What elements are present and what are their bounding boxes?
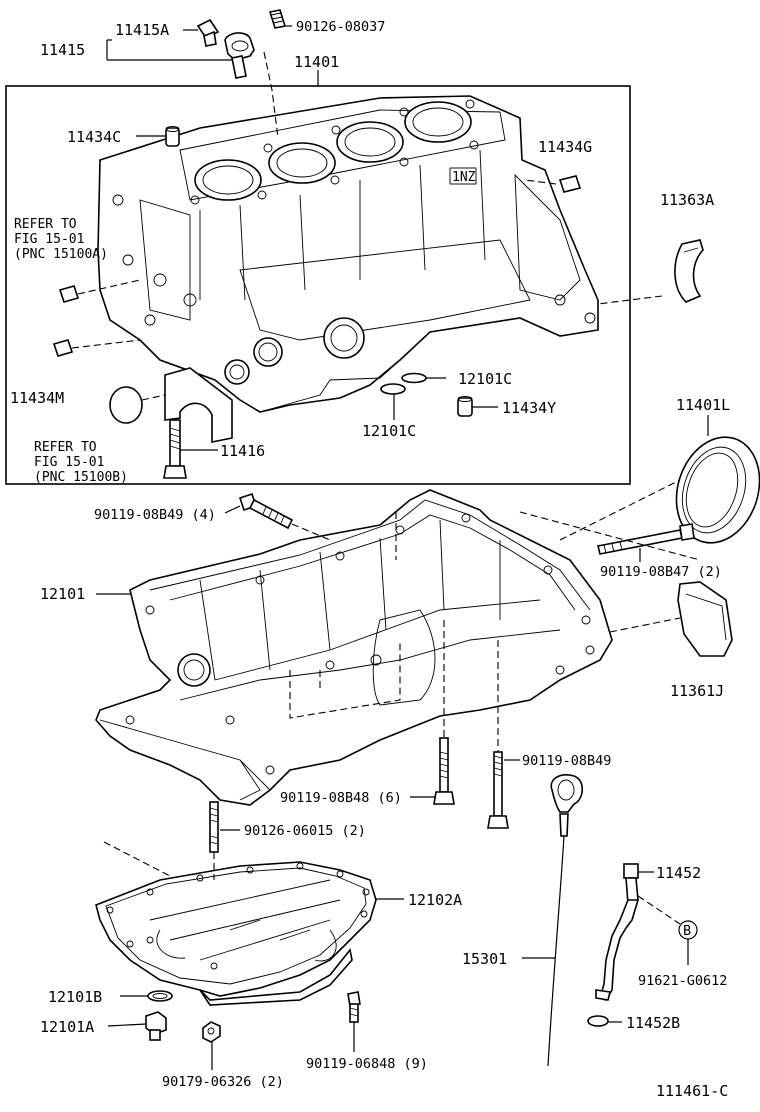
label-11401: 11401 — [294, 53, 339, 71]
bolt-90119-08B49-4[interactable] — [238, 492, 294, 530]
label-90179-06326-2: 90179-06326 (2) — [162, 1074, 284, 1090]
bolt-90119-08B47-2[interactable] — [597, 523, 695, 555]
bearing-cap[interactable] — [164, 367, 233, 443]
label-90126-06015-2: 90126-06015 (2) — [244, 823, 366, 839]
bearing-cap-bolt[interactable] — [163, 419, 187, 479]
ref1-line1: REFER TO — [14, 217, 77, 232]
ref2-line2: FIG 15-01 — [34, 455, 104, 470]
label-11434C: 11434C — [67, 128, 121, 146]
expansion-plug[interactable] — [109, 386, 143, 424]
guide-bolt-ref: B — [678, 920, 698, 940]
leader-lines — [71, 25, 709, 1070]
dowel-pin-11434M[interactable] — [52, 339, 74, 357]
rear-oil-seal[interactable] — [663, 426, 760, 553]
label-90119-08B49-4: 90119-08B49 (4) — [94, 507, 216, 523]
label-11401L: 11401L — [676, 396, 730, 414]
label-12101B: 12101B — [48, 988, 102, 1006]
label-90119-06848-9: 90119-06848 (9) — [306, 1056, 428, 1072]
callout-labels: 11415A 11415 90126-08037 11401 11434C 11… — [10, 19, 730, 1100]
label-11415A: 11415A — [115, 21, 169, 39]
label-11452: 11452 — [656, 864, 701, 882]
diagram-code: 111461-C — [656, 1082, 728, 1100]
label-15301: 15301 — [462, 950, 507, 968]
label-91621-G0612: 91621-G0612 — [638, 973, 727, 989]
rear-cover-plate[interactable] — [677, 581, 733, 657]
cylinder-block[interactable]: 1NZ — [97, 95, 599, 413]
label-90126-08037: 90126-08037 — [296, 19, 385, 35]
label-90119-08B48-6: 90119-08B48 (6) — [280, 790, 402, 806]
ref1-line2: FIG 15-01 — [14, 232, 84, 247]
drain-cock-fitting[interactable] — [224, 32, 255, 79]
label-90119-08B47-2: 90119-08B47 (2) — [600, 564, 722, 580]
ref2-line3: (PNC 15100B) — [34, 470, 128, 485]
drain-plug[interactable] — [145, 1011, 167, 1041]
label-11363A: 11363A — [660, 191, 714, 209]
thrust-washer[interactable] — [674, 239, 704, 303]
label-90119-08B49: 90119-08B49 — [522, 753, 611, 769]
label-12102A: 12102A — [408, 891, 462, 909]
label-12101C-a: 12101C — [458, 370, 512, 388]
gauge-guide[interactable] — [595, 863, 640, 1001]
dowel-pin-11434Y[interactable] — [457, 396, 473, 417]
label-12101: 12101 — [40, 585, 85, 603]
stud-90126-08037[interactable] — [268, 9, 287, 29]
oil-pan-lower[interactable] — [95, 861, 377, 1006]
gauge-guide-o-ring[interactable] — [587, 1015, 609, 1027]
label-12101A: 12101A — [40, 1018, 94, 1036]
dowel-pin-upper-left[interactable] — [58, 285, 80, 303]
callout-b: B — [683, 923, 691, 939]
label-11416: 11416 — [220, 442, 265, 460]
o-ring-12101C-b[interactable] — [380, 383, 406, 395]
ref1-line3: (PNC 15100A) — [14, 247, 108, 262]
label-12101C-b: 12101C — [362, 422, 416, 440]
casting-mark: 1NZ — [452, 170, 476, 185]
stud-90126-06015-2[interactable] — [209, 801, 219, 853]
oil-level-gauge[interactable] — [547, 774, 584, 1067]
nut-90179-06326-2[interactable] — [202, 1021, 221, 1043]
o-ring-12101C-a[interactable] — [401, 372, 427, 384]
drain-cock-plug[interactable] — [196, 18, 220, 47]
bolt-90119-08B49[interactable] — [487, 751, 509, 829]
bolt-90119-06848-9[interactable] — [347, 991, 361, 1023]
oil-pan-upper[interactable] — [95, 489, 613, 806]
drain-plug-gasket[interactable] — [147, 990, 173, 1002]
label-11434Y: 11434Y — [502, 399, 556, 417]
dowel-pin-11434G[interactable] — [558, 175, 582, 193]
bolt-90119-08B48-6[interactable] — [433, 737, 455, 805]
dowel-pin-11434C[interactable] — [165, 126, 180, 147]
label-11361J: 11361J — [670, 682, 724, 700]
label-11415: 11415 — [40, 41, 85, 59]
label-11434M: 11434M — [10, 389, 64, 407]
ref2-line1: REFER TO — [34, 440, 97, 455]
label-11434G: 11434G — [538, 138, 592, 156]
label-11452B: 11452B — [626, 1014, 680, 1032]
